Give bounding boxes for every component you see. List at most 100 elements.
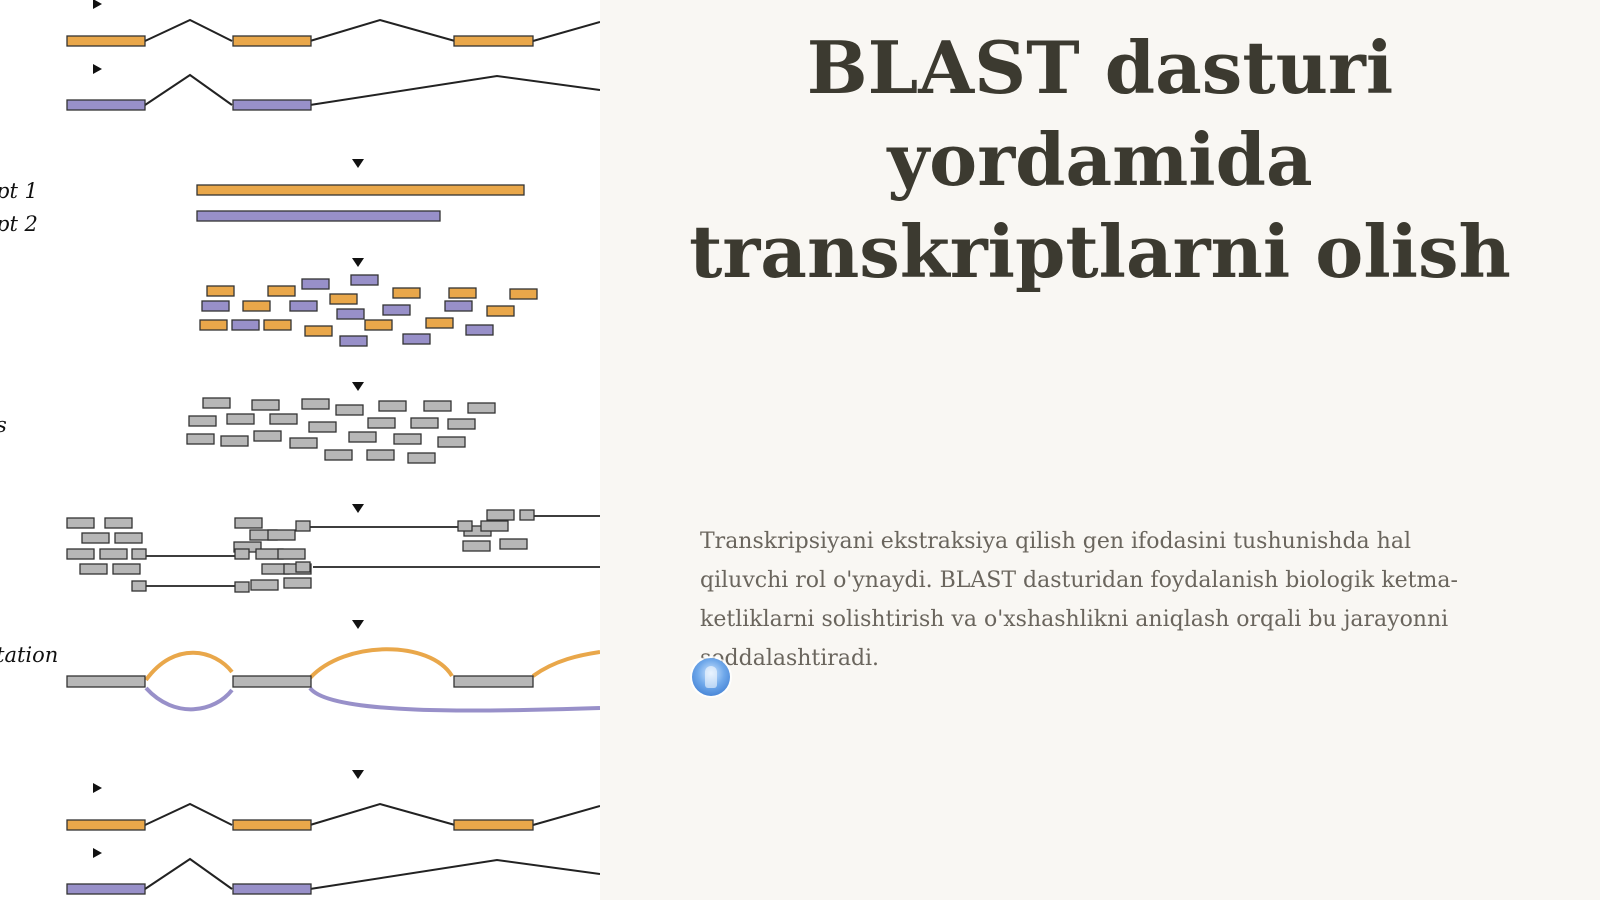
colored-read-21 bbox=[425, 317, 454, 329]
bottom-gene-model-intron-1b bbox=[309, 802, 456, 826]
colored-read-23 bbox=[402, 333, 431, 345]
transcript-2-label: pt 2 bbox=[0, 212, 38, 236]
annotation-arc-purple-2 bbox=[308, 686, 600, 713]
aligned-read-4 bbox=[114, 532, 143, 544]
aligned-read-7 bbox=[79, 563, 108, 575]
step-arrow-3 bbox=[352, 382, 364, 391]
bottom-gene-model-intron-2a bbox=[144, 857, 233, 890]
top-gene-model-intron-1c bbox=[532, 21, 600, 42]
gray-read-23 bbox=[366, 449, 395, 461]
gray-read-15 bbox=[186, 433, 215, 445]
slide-title: BLAST dasturi yordamida transkriptlarni … bbox=[689, 25, 1511, 294]
aligned-read-small-7 bbox=[457, 520, 473, 532]
top-gene-model-intron-2a bbox=[144, 73, 233, 106]
gray-read-11 bbox=[308, 421, 337, 433]
colored-read-24 bbox=[465, 324, 494, 336]
gray-read-2 bbox=[251, 399, 280, 411]
step-arrow-2 bbox=[352, 258, 364, 267]
gray-read-6 bbox=[423, 400, 452, 412]
bottom-gene-model-exon-2b bbox=[232, 883, 312, 895]
aligned-read-19 bbox=[486, 509, 515, 521]
gray-read-13 bbox=[410, 417, 439, 429]
bottom-gene-model-intron-1c bbox=[532, 805, 600, 826]
colored-read-4 bbox=[350, 274, 379, 286]
colored-read-14 bbox=[486, 305, 515, 317]
colored-read-19 bbox=[336, 308, 365, 320]
colored-read-7 bbox=[509, 288, 538, 300]
colored-read-6 bbox=[448, 287, 477, 299]
aligned-read-3 bbox=[81, 532, 110, 544]
step-arrow-1 bbox=[352, 159, 364, 168]
annotation-label: tation bbox=[0, 643, 58, 667]
aligned-read-small-3 bbox=[234, 548, 250, 560]
colored-read-9 bbox=[242, 300, 271, 312]
colored-read-12 bbox=[382, 304, 411, 316]
gray-read-18 bbox=[289, 437, 318, 449]
step-arrow-4 bbox=[352, 504, 364, 513]
aligned-read-small-2 bbox=[131, 580, 147, 592]
colored-read-22 bbox=[339, 335, 368, 347]
colored-read-1 bbox=[206, 285, 235, 297]
colored-read-15 bbox=[199, 319, 228, 331]
colored-read-10 bbox=[289, 300, 318, 312]
annotation-exon-1 bbox=[66, 675, 146, 688]
aligned-read-14 bbox=[277, 548, 306, 560]
gray-read-3 bbox=[301, 398, 330, 410]
aligned-read-small-6 bbox=[295, 561, 311, 573]
gray-read-19 bbox=[348, 431, 377, 443]
aligned-read-8 bbox=[112, 563, 141, 575]
bottom-gene-model-intron-2b bbox=[309, 858, 600, 890]
aligned-read-11 bbox=[267, 529, 296, 541]
gray-read-22 bbox=[324, 449, 353, 461]
colored-read-3 bbox=[301, 278, 330, 290]
step-arrow-6 bbox=[352, 770, 364, 779]
annotation-arc-orange-3 bbox=[531, 650, 600, 678]
gray-read-20 bbox=[393, 433, 422, 445]
colored-read-18 bbox=[304, 325, 333, 337]
top-gene-model-exon-2a bbox=[66, 99, 146, 111]
colored-read-8 bbox=[201, 300, 230, 312]
gray-read-24 bbox=[407, 452, 436, 464]
annotation-arc-orange-1 bbox=[144, 650, 234, 682]
top-gene-model-intron-1a bbox=[144, 18, 233, 42]
gray-read-14 bbox=[447, 418, 476, 430]
colored-read-17 bbox=[263, 319, 292, 331]
diagram-canvas: pt 1 pt 2 s tation bbox=[0, 0, 600, 895]
gray-read-1 bbox=[202, 397, 231, 409]
top-gene-model-exon-1a bbox=[66, 35, 146, 47]
gray-read-12 bbox=[367, 417, 396, 429]
bottom-gene-model-exon-1a bbox=[66, 819, 146, 831]
transcript-assembly-diagram: pt 1 pt 2 s tation bbox=[0, 0, 600, 900]
aligned-read-small-4 bbox=[234, 581, 250, 593]
aligned-read-9 bbox=[234, 517, 263, 529]
bottom-gene-model-start-arrow-1 bbox=[93, 783, 102, 793]
aligned-read-21 bbox=[480, 520, 509, 532]
bottom-gene-model-start-arrow-2 bbox=[93, 848, 102, 858]
aligned-read-23 bbox=[499, 538, 528, 550]
gray-read-16 bbox=[220, 435, 249, 447]
top-gene-model-exon-1b bbox=[232, 35, 312, 47]
aligned-read-2 bbox=[104, 517, 133, 529]
colored-read-5 bbox=[392, 287, 421, 299]
gray-read-4 bbox=[335, 404, 364, 416]
colored-read-16 bbox=[231, 319, 260, 331]
reads-label: s bbox=[0, 413, 7, 437]
slide-body-text: Transkripsiyani ekstraksiya qilish gen i… bbox=[700, 529, 1458, 671]
aligned-read-small-1 bbox=[131, 548, 147, 560]
annotation-arc-orange-2 bbox=[308, 647, 454, 680]
aligned-read-18 bbox=[283, 577, 312, 589]
aligned-read-small-5 bbox=[295, 520, 311, 532]
colored-read-11 bbox=[329, 293, 358, 305]
annotation-exon-3 bbox=[453, 675, 534, 688]
gray-read-9 bbox=[226, 413, 255, 425]
top-gene-model-exon-1c bbox=[453, 35, 534, 47]
top-gene-model-intron-1b bbox=[309, 18, 456, 42]
gray-read-5 bbox=[378, 400, 407, 412]
bottom-gene-model-intron-1a bbox=[144, 802, 233, 826]
bottom-gene-model-exon-1b bbox=[232, 819, 312, 831]
aligned-read-1 bbox=[66, 517, 95, 529]
annotation-arc-purple-1 bbox=[144, 686, 234, 712]
colored-read-2 bbox=[267, 285, 296, 297]
top-gene-model-exon-2b bbox=[232, 99, 312, 111]
gray-read-7 bbox=[467, 402, 496, 414]
